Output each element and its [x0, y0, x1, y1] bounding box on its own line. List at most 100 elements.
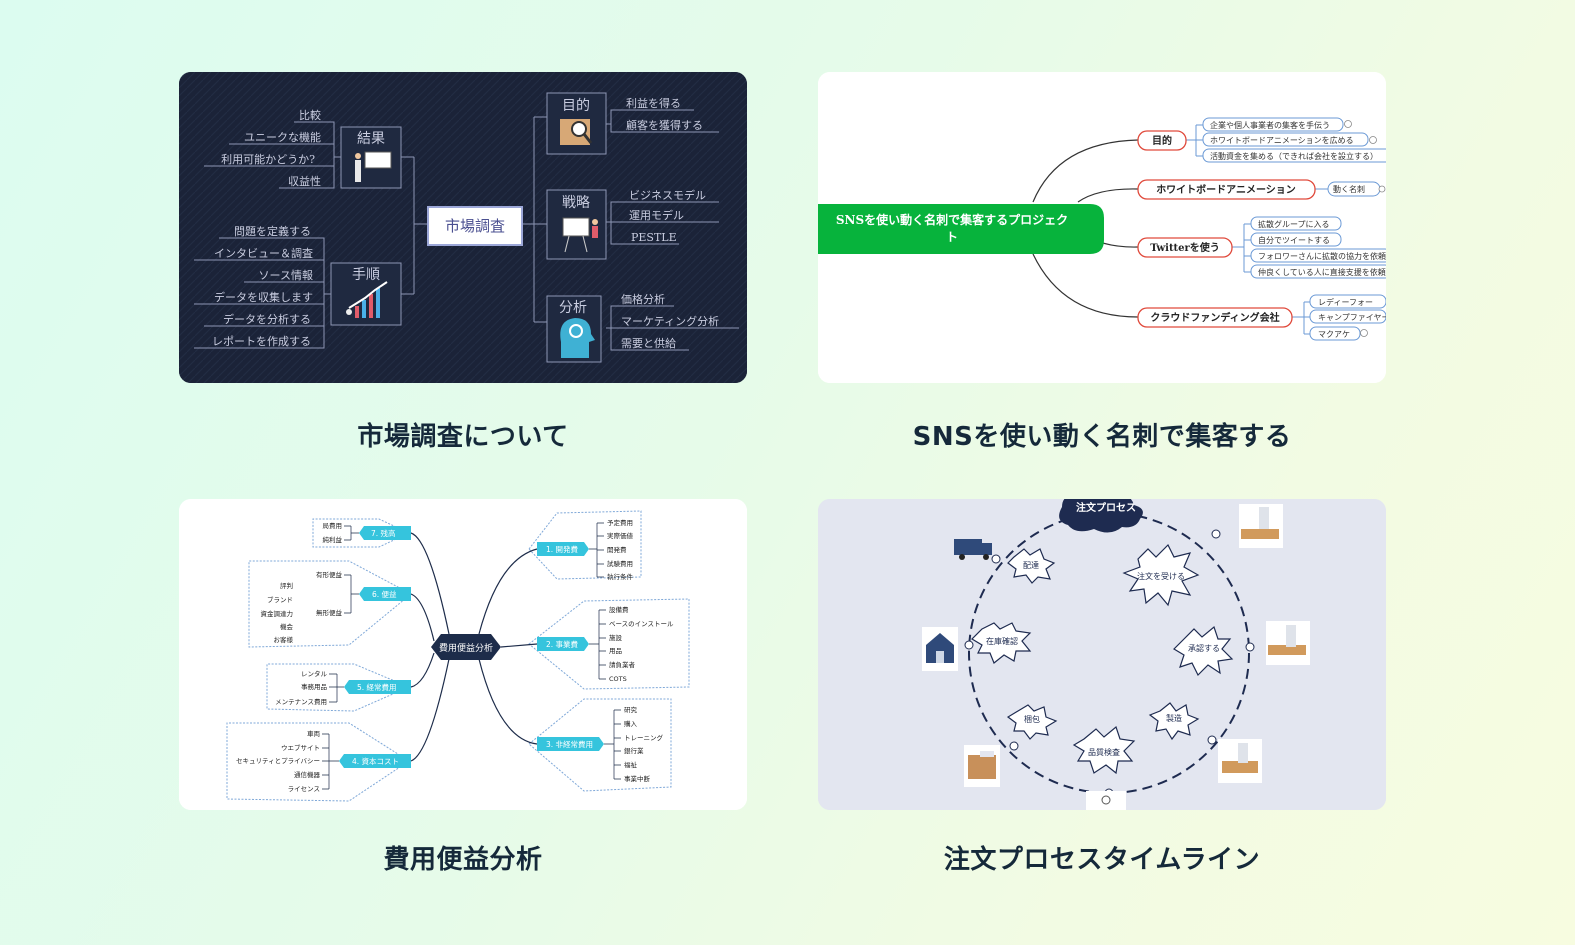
- cb-branch-recurring: 5. 経常費用: [357, 682, 397, 692]
- svg-text:資金調達力: 資金調達力: [261, 609, 294, 618]
- mm1-strategy-item: 運用モデル: [629, 208, 684, 222]
- sns-mindmap: SNSを使い動く名刺で集客するプロジェク ト 目的 ホワイトボードアニメーション…: [818, 72, 1386, 383]
- svg-text:通信機器: 通信機器: [294, 770, 321, 779]
- truck-icon: [954, 539, 992, 560]
- svg-text:実際価値: 実際価値: [607, 531, 634, 540]
- svg-text:トレーニング: トレーニング: [624, 733, 664, 742]
- mm1-steps-item: 問題を定義する: [234, 224, 311, 238]
- step-approve: 承認する: [1188, 643, 1220, 653]
- growth-chart-icon: [346, 281, 388, 318]
- sns-item: 自分でツイートする: [1258, 235, 1330, 245]
- sns-item: 動く名刺: [1333, 184, 1365, 194]
- sns-node-goal: 目的: [1152, 134, 1172, 147]
- sns-item: キャンプファイヤー: [1318, 313, 1386, 322]
- cb-branch-capital: 4. 資本コスト: [352, 756, 399, 766]
- mm1-steps-item: レポートを作成する: [212, 335, 311, 348]
- cost-benefit-mindmap: 費用便益分析 1. 開発費 2. 事業費 3. 非経常費用 7. 残高 6. 便…: [179, 499, 747, 810]
- cb-leaves: 予定費用 実際価値 開発費 試験費用 執行条件 設備費 ベースのインストール 施…: [236, 518, 674, 793]
- template-card-market-research[interactable]: 市場調査 目的 戦略 分析 結果 手順: [179, 72, 747, 383]
- cb-branch-dev: 1. 開発費: [546, 544, 579, 554]
- step-stock-check: 在庫確認: [986, 636, 1018, 646]
- svg-text:レンタル: レンタル: [301, 669, 328, 678]
- inspection-desk-icon: [1218, 739, 1262, 783]
- sns-item: マクアケ: [1318, 330, 1350, 339]
- mm1-steps-item: データを収集します: [214, 290, 313, 304]
- svg-text:評判: 評判: [280, 581, 293, 590]
- step-delivery: 配達: [1023, 560, 1039, 570]
- mm1-result-item: ユニークな機能: [244, 130, 321, 144]
- step-packing: 梱包: [1024, 714, 1040, 724]
- cb-branch-benefit: 6. 便益: [372, 589, 397, 599]
- sns-item: 拡散グループに入る: [1258, 219, 1330, 229]
- mm1-center: 市場調査: [445, 217, 505, 235]
- svg-text:車両: 車両: [307, 729, 321, 738]
- sns-center-wrap: ト: [946, 230, 958, 244]
- cloud-title: 注文プロセス: [1059, 499, 1143, 533]
- mm1-steps-item: データを分析する: [223, 312, 311, 326]
- cb-center: 費用便益分析: [439, 642, 493, 654]
- svg-text:事業中断: 事業中断: [624, 774, 651, 783]
- step-manufacture: 製造: [1166, 713, 1182, 723]
- template-card-order-process[interactable]: 注文プロセス 注文を受ける 承認する 製造 品質検査 梱包: [818, 499, 1386, 810]
- mm1-steps: 手順: [352, 267, 380, 283]
- mm1-analysis: 分析: [559, 300, 587, 316]
- mm1-goal: 目的: [562, 98, 590, 114]
- svg-text:銀行業: 銀行業: [624, 746, 644, 755]
- svg-text:COTS: COTS: [609, 675, 627, 683]
- svg-text:ウエブサイト: ウエブサイト: [281, 743, 320, 752]
- svg-text:セキュリティとプライバシー: セキュリティとプライバシー: [236, 757, 320, 765]
- cb-branch-nonrecurring: 3. 非経常費用: [546, 739, 593, 749]
- svg-text:ライセンス: ライセンス: [288, 785, 320, 793]
- svg-text:機会: 機会: [280, 622, 294, 631]
- sns-item: フォロワーさんに拡散の協力を依頼: [1258, 251, 1386, 261]
- warehouse-icon: [922, 627, 958, 671]
- svg-text:試験費用: 試験費用: [607, 559, 633, 568]
- caption-order-process[interactable]: 注文プロセスタイムライン: [943, 845, 1261, 875]
- caption-sns[interactable]: SNSを使い動く名刺で集客する: [912, 422, 1292, 452]
- svg-text:執行条件: 執行条件: [607, 572, 634, 581]
- mm1-result-item: 利用可能かどうか?: [221, 152, 315, 166]
- sns-node-twitter: Twitterを使う: [1150, 241, 1220, 254]
- svg-text:ブランド: ブランド: [267, 595, 293, 604]
- caption-cost-benefit[interactable]: 費用便益分析: [383, 845, 543, 875]
- svg-text:有形便益: 有形便益: [316, 570, 343, 579]
- svg-text:福祉: 福祉: [624, 760, 638, 769]
- whiteboard-person-icon: [355, 151, 392, 182]
- mm1-analysis-item: マーケティング分析: [621, 314, 719, 328]
- market-research-mindmap: 市場調査 目的 戦略 分析 結果 手順: [179, 72, 747, 383]
- mm1-strategy-item: PESTLE: [631, 231, 677, 244]
- person-icon: [1086, 791, 1126, 810]
- caption-market-research[interactable]: 市場調査について: [357, 422, 569, 452]
- sns-item: 活動資金を集める（できれば会社を設立する）: [1210, 151, 1378, 161]
- step-receive: 注文を受ける: [1137, 571, 1185, 581]
- mm1-leaves: 利益を得る 顧客を獲得する ビジネスモデル 運用モデル PESTLE 価格分析 …: [212, 96, 719, 350]
- sns-node-crowdfunding: クラウドファンディング会社: [1150, 311, 1279, 324]
- cb-branch-balance: 7. 残高: [371, 528, 396, 538]
- presentation-icon: [562, 217, 598, 253]
- mm1-steps-item: ソース情報: [259, 269, 313, 282]
- svg-text:施設: 施設: [609, 633, 623, 642]
- svg-text:設備費: 設備費: [609, 605, 629, 614]
- svg-text:請負業者: 請負業者: [609, 660, 636, 669]
- svg-text:お客様: お客様: [274, 635, 294, 644]
- svg-text:ベースのインストール: ベースのインストール: [609, 620, 674, 628]
- mm1-goal-item: 顧客を獲得する: [626, 118, 703, 132]
- mm1-result-item: 収益性: [288, 174, 321, 188]
- svg-text:事務用品: 事務用品: [301, 682, 327, 691]
- svg-text:純利益: 純利益: [323, 535, 343, 544]
- template-card-sns[interactable]: SNSを使い動く名刺で集客するプロジェク ト 目的 ホワイトボードアニメーション…: [818, 72, 1386, 383]
- svg-text:予定費用: 予定費用: [607, 518, 633, 527]
- svg-text:無形便益: 無形便益: [316, 608, 343, 617]
- svg-text:開発費: 開発費: [607, 545, 627, 554]
- sns-node-whiteboard: ホワイトボードアニメーション: [1156, 183, 1296, 196]
- magnifier-box-icon: [560, 119, 593, 145]
- mm1-strategy: 戦略: [562, 195, 590, 211]
- worker-desk-icon: [1239, 504, 1283, 548]
- svg-text:用品: 用品: [609, 647, 622, 655]
- cb-branch-biz: 2. 事業費: [546, 639, 579, 649]
- head-gears-icon: [560, 318, 595, 358]
- sns-center: SNSを使い動く名刺で集客するプロジェク: [836, 212, 1068, 227]
- expand-badge-icon: [1344, 120, 1386, 337]
- svg-text:メンテナンス費用: メンテナンス費用: [275, 697, 327, 706]
- template-card-cost-benefit[interactable]: 費用便益分析 1. 開発費 2. 事業費 3. 非経常費用 7. 残高 6. 便…: [179, 499, 747, 810]
